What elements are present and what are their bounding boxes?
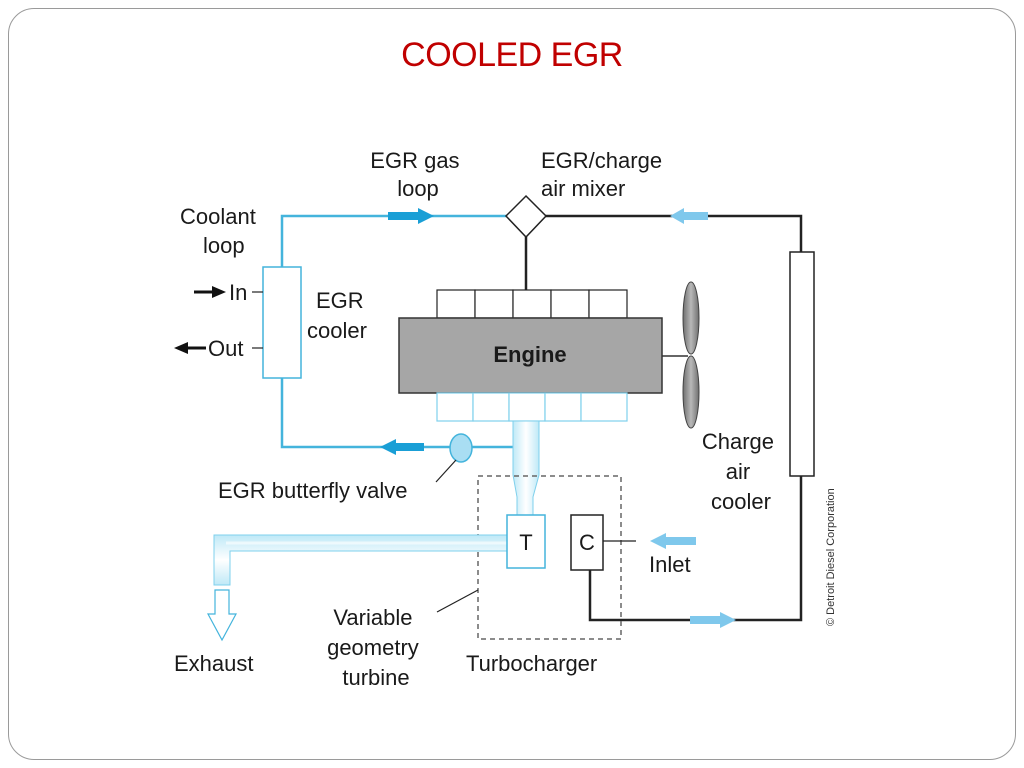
vgt-label: Variable geometry turbine bbox=[327, 605, 425, 690]
exhaust-label: Exhaust bbox=[174, 651, 254, 676]
charge-air-cooler-label: Charge air cooler bbox=[702, 429, 780, 514]
coolant-in-arrow bbox=[194, 286, 226, 298]
charge-air-arrow-top bbox=[670, 208, 708, 224]
exhaust-runners bbox=[436, 392, 628, 422]
exhaust-outlet-arrow bbox=[206, 589, 238, 642]
egr-cooler-label: EGR cooler bbox=[307, 288, 370, 343]
engine-block bbox=[398, 317, 663, 394]
egr-charge-air-mixer bbox=[504, 194, 548, 239]
engine-label: Engine bbox=[493, 342, 566, 367]
exhaust-pipe-to-turbine bbox=[512, 420, 540, 516]
slide-title: COOLED EGR bbox=[401, 36, 623, 74]
egr-flow-arrow-bottom bbox=[380, 439, 424, 455]
fan bbox=[662, 281, 700, 429]
turbine-box bbox=[506, 514, 546, 569]
intake-runners bbox=[436, 289, 628, 319]
egr-butterfly-valve bbox=[449, 433, 473, 463]
coolant-loop-label: Coolant loop bbox=[180, 204, 262, 258]
inlet-label: Inlet bbox=[649, 552, 691, 577]
exhaust-outlet-pipe bbox=[213, 534, 508, 586]
egr-flow-arrow-top bbox=[388, 208, 434, 224]
inlet-arrow bbox=[650, 533, 696, 549]
turbine-letter: T bbox=[519, 530, 532, 555]
turbocharger-label: Turbocharger bbox=[466, 651, 597, 676]
egr-cooler-box bbox=[262, 266, 302, 379]
butterfly-valve-leader bbox=[435, 459, 457, 483]
compressor-box bbox=[570, 514, 604, 571]
coolant-in-out-ticks bbox=[252, 291, 263, 349]
mixer-label: EGR/charge air mixer bbox=[541, 148, 668, 201]
vgt-leader bbox=[436, 589, 479, 613]
coolant-in-label: In bbox=[229, 280, 247, 305]
coolant-out-arrow bbox=[174, 342, 206, 354]
compressor-letter: C bbox=[579, 530, 595, 555]
egr-gas-loop-label: EGR gas loop bbox=[370, 148, 465, 201]
copyright-credit: © Detroit Diesel Corporation bbox=[825, 488, 837, 626]
charge-air-cooler-box bbox=[789, 251, 815, 477]
coolant-out-label: Out bbox=[208, 336, 243, 361]
butterfly-valve-label: EGR butterfly valve bbox=[218, 478, 408, 503]
charge-air-arrow-bottom bbox=[690, 612, 736, 628]
